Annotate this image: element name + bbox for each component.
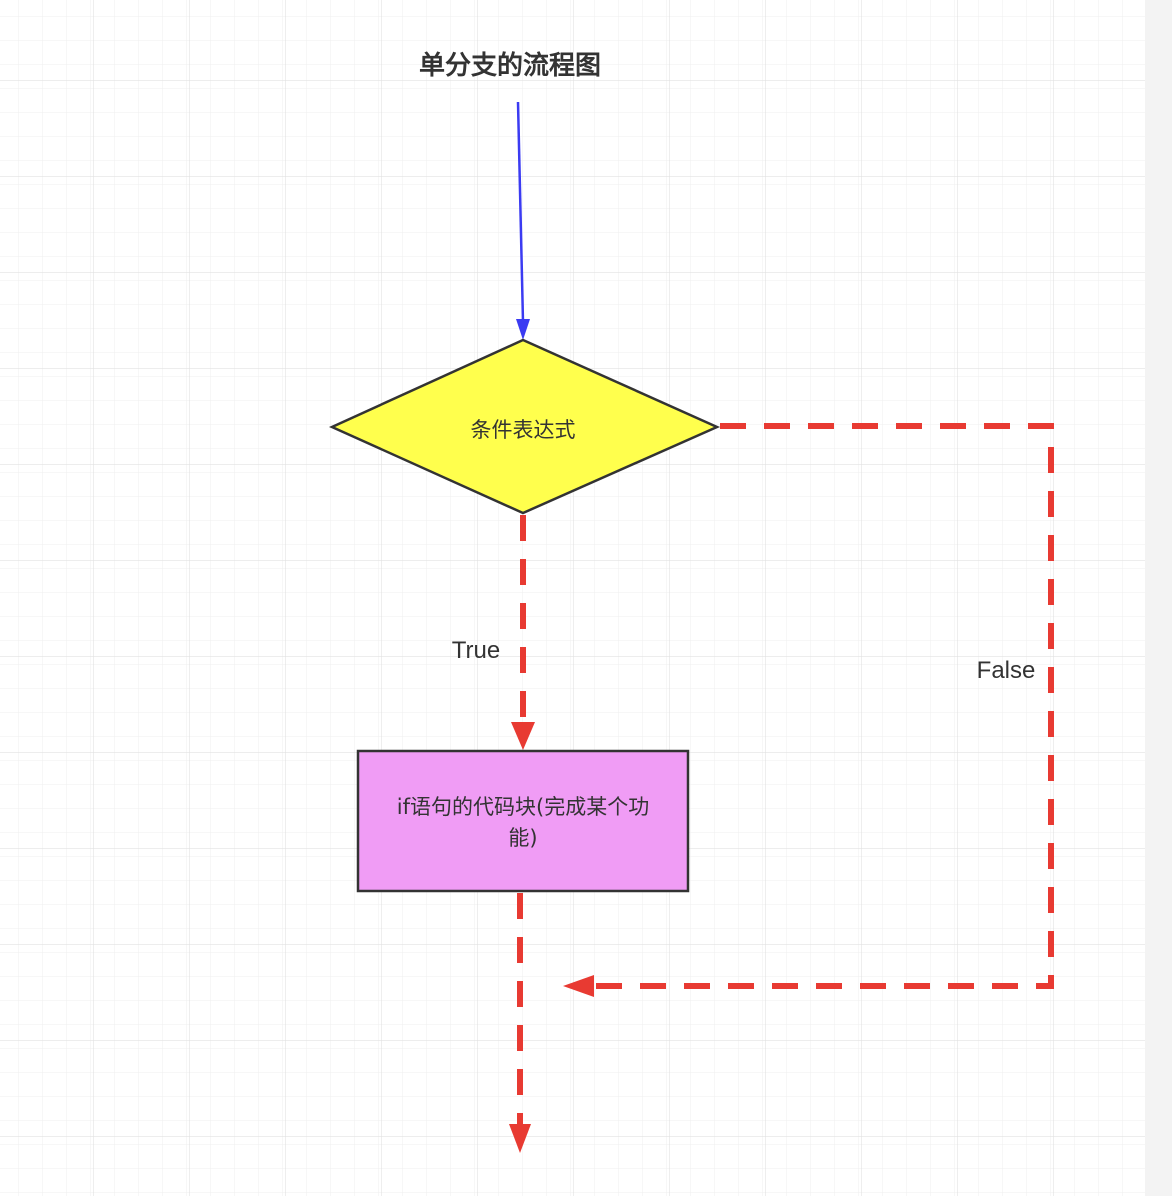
action-box [356, 749, 690, 893]
true-branch-label: True [452, 637, 500, 664]
true-branch-edge [511, 515, 535, 750]
action-label-line1: if语句的代码块(完成某个功 [397, 795, 649, 819]
condition-diamond [328, 338, 721, 515]
condition-node[interactable]: 条件表达式 [328, 338, 721, 515]
exit-arrow [509, 893, 531, 1153]
true-branch-arrowhead [511, 722, 535, 750]
condition-label: 条件表达式 [471, 418, 576, 442]
false-branch-label: False [977, 657, 1036, 684]
false-branch-arrowhead [563, 975, 594, 997]
action-label-line2: 能) [508, 826, 537, 850]
false-branch-edge [563, 423, 1054, 997]
diagram-title: 单分支的流程图 [419, 50, 601, 81]
entry-arrow [516, 101, 530, 340]
action-node[interactable]: if语句的代码块(完成某个功 能) [356, 749, 690, 893]
right-scroll-strip [1145, 0, 1172, 1196]
entry-arrowhead [516, 319, 530, 340]
grid-background [0, 0, 1145, 1196]
exit-arrowhead [509, 1124, 531, 1153]
